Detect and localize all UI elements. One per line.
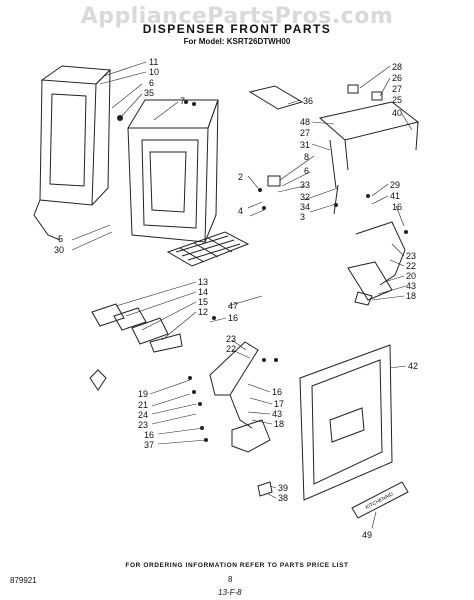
callout: 8 [304, 152, 309, 162]
callout: 10 [149, 67, 159, 77]
leader-lines [71, 61, 413, 529]
fasteners [117, 100, 408, 442]
callout: 16 [144, 430, 154, 440]
callout: 18 [274, 419, 284, 429]
small-bracket [257, 481, 273, 497]
callout: 11 [149, 57, 158, 67]
callout: 16 [228, 313, 238, 323]
callout: 47 [228, 301, 238, 311]
callout: 13 [198, 277, 208, 287]
callout: 22 [226, 344, 236, 354]
callout: 39 [278, 483, 288, 493]
callout: 12 [198, 307, 208, 317]
callout: 15 [198, 297, 208, 307]
callout: 28 [392, 62, 402, 72]
watermark: AppliancePartsPros.com [80, 4, 394, 29]
callout: 37 [144, 440, 154, 450]
callout: 6 [149, 78, 154, 88]
handwritten-note: 13-F-8 [218, 588, 242, 597]
callout: 6 [304, 166, 309, 176]
callout: 49 [362, 530, 372, 540]
callout: 43 [272, 409, 282, 419]
dispenser-frame [127, 99, 219, 243]
callout: 43 [406, 281, 416, 291]
callout: 18 [406, 291, 416, 301]
callout: 2 [238, 172, 243, 182]
callout: 22 [406, 261, 416, 271]
page-title: DISPENSER FRONT PARTS [142, 22, 332, 36]
light-lens-group [91, 303, 183, 353]
callout: 41 [390, 191, 400, 201]
model-number: For Model: KSRT26DTWH00 [183, 37, 291, 46]
callout: 3 [300, 212, 305, 222]
callout: 29 [390, 180, 400, 190]
callout: 24 [138, 410, 148, 420]
callout: 25 [392, 95, 402, 105]
callout: 35 [144, 88, 154, 98]
actuator-lever [347, 221, 406, 306]
drip-grille [166, 231, 250, 267]
callout: 26 [392, 73, 402, 83]
callout: 23 [406, 251, 416, 261]
callout: 31 [300, 140, 310, 150]
callout: 48 [300, 117, 310, 127]
callout: 5 [58, 234, 63, 244]
callout: 23 [226, 334, 236, 344]
callout: 21 [138, 400, 148, 410]
callout: 30 [54, 245, 64, 255]
callout: 7 [180, 96, 185, 106]
callout: 16 [272, 387, 282, 397]
callout: 4 [238, 206, 243, 216]
callout: 40 [392, 108, 402, 118]
callout: 16 [392, 202, 402, 212]
front-panel [299, 344, 393, 501]
name-plate [351, 481, 409, 519]
page-number: 8 [228, 575, 233, 584]
callout: 34 [300, 202, 310, 212]
callout: 19 [138, 389, 148, 399]
callout: 23 [138, 420, 148, 430]
dispenser-housing [33, 65, 112, 241]
callout-numbers: 11 10 6 35 7 36 28 26 27 25 48 40 27 31 … [54, 57, 418, 540]
callout: 27 [392, 84, 402, 94]
ice-door-flap [89, 369, 107, 391]
callout: 32 [300, 192, 310, 202]
callout: 36 [303, 96, 313, 106]
callout: 42 [408, 361, 418, 371]
callout: 20 [406, 271, 416, 281]
switch-bracket-assembly [267, 84, 420, 215]
top-trim-bar [248, 85, 304, 110]
dispenser-paddle-lever [209, 341, 271, 453]
callout: 33 [300, 180, 310, 190]
callout: 14 [198, 287, 208, 297]
ordering-note: FOR ORDERING INFORMATION REFER TO PARTS … [125, 562, 349, 569]
callout: 27 [300, 128, 310, 138]
document-number: 879921 [10, 576, 37, 585]
callout: 38 [278, 493, 288, 503]
callout: 17 [274, 399, 284, 409]
